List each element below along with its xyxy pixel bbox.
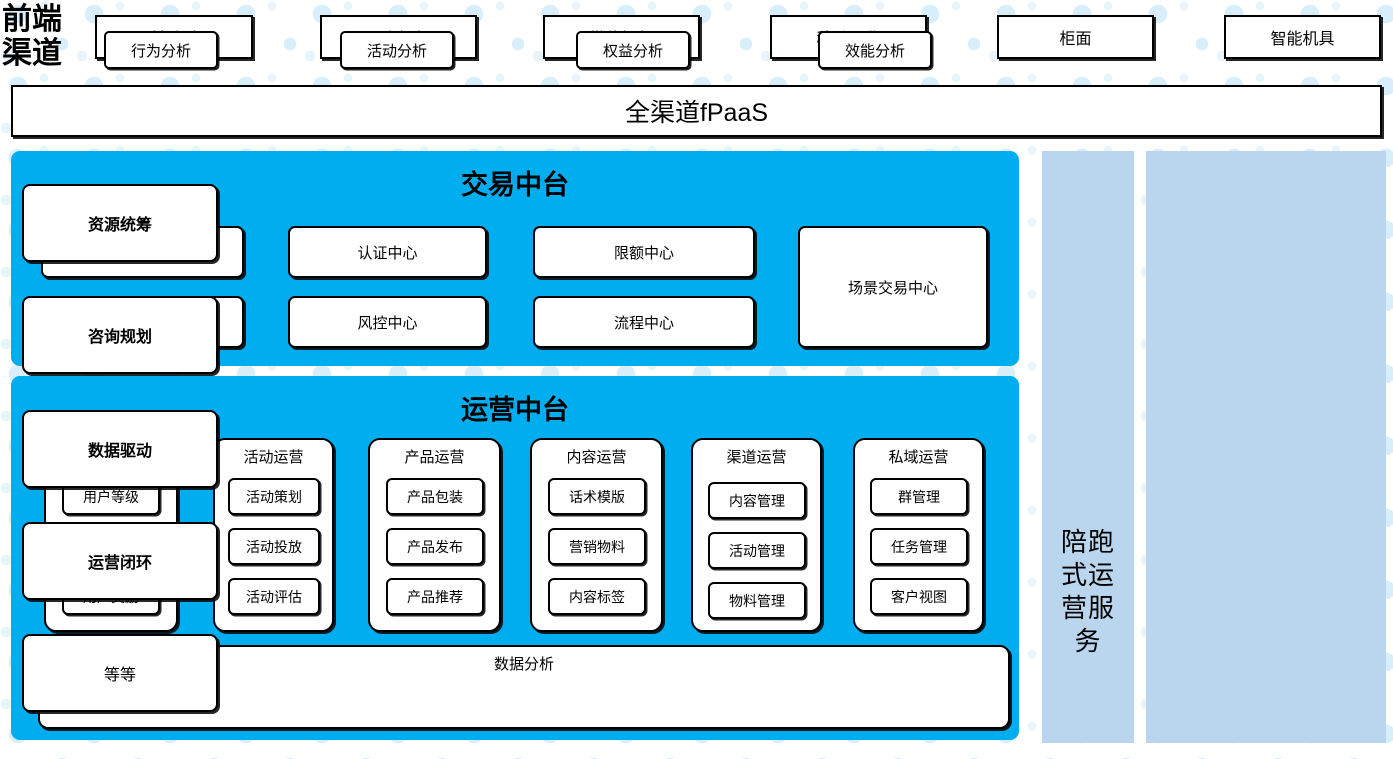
service-column-label-line4: 务 [1074, 626, 1102, 656]
op-item-activity-evaluation[interactable]: 活动评估 [228, 578, 320, 615]
analysis-item-behavior[interactable]: 行为分析 [104, 31, 218, 69]
service-column-label-line2: 式运 [1060, 560, 1115, 590]
op-item-activity-management[interactable]: 活动管理 [708, 532, 806, 569]
capability-item-data-driven[interactable]: 数据驱动 [22, 410, 218, 488]
op-group-title: 内容运营 [566, 449, 627, 466]
operation-center-title: 运营中台 [461, 395, 569, 425]
omnichannel-fpaas-bar[interactable]: 全渠道fPaaS [11, 85, 1382, 137]
analysis-item-performance[interactable]: 效能分析 [818, 31, 932, 69]
trade-box-auth-center[interactable]: 认证中心 [288, 226, 487, 278]
service-column-label-line3: 营服 [1060, 593, 1115, 623]
op-item-product-release[interactable]: 产品发布 [386, 528, 484, 565]
op-item-product-packaging[interactable]: 产品包装 [386, 478, 484, 515]
front-channel-label-line2: 渠道 [2, 37, 62, 70]
trade-box-scene-trade-center[interactable]: 场景交易中心 [798, 226, 988, 348]
op-item-activity-planning[interactable]: 活动策划 [228, 478, 320, 515]
op-item-marketing-material[interactable]: 营销物料 [548, 528, 646, 565]
analysis-item-activity[interactable]: 活动分析 [340, 31, 454, 69]
op-item-task-management[interactable]: 任务管理 [870, 528, 968, 565]
op-item-content-tag[interactable]: 内容标签 [548, 578, 646, 615]
op-group-title: 私域运营 [888, 449, 949, 466]
service-column-label-line1: 陪跑 [1060, 527, 1115, 557]
op-item-group-management[interactable]: 群管理 [870, 478, 968, 515]
channel-box-smart-machine[interactable]: 智能机具 [1224, 15, 1381, 59]
analysis-item-benefit[interactable]: 权益分析 [576, 31, 690, 69]
op-item-activity-delivery[interactable]: 活动投放 [228, 528, 320, 565]
service-column-label: 陪跑 式运 营服 务 [1042, 526, 1134, 658]
front-channel-label-line1: 前端 [2, 3, 62, 36]
channel-box-counter[interactable]: 柜面 [997, 15, 1154, 59]
op-group-title: 产品运营 [404, 449, 465, 466]
op-item-customer-view[interactable]: 客户视图 [870, 578, 968, 615]
op-group-title: 渠道运营 [726, 449, 787, 466]
op-item-script-template[interactable]: 话术模版 [548, 478, 646, 515]
op-item-product-recommend[interactable]: 产品推荐 [386, 578, 484, 615]
service-column-panel: 陪跑 式运 营服 务 [1042, 151, 1134, 743]
capability-column-panel [1146, 151, 1386, 743]
trade-box-limit-center[interactable]: 限额中心 [533, 226, 755, 278]
capability-item-resource-coordination[interactable]: 资源统筹 [22, 184, 218, 262]
capability-item-consulting-planning[interactable]: 咨询规划 [22, 296, 218, 374]
trade-box-process-center[interactable]: 流程中心 [533, 296, 755, 348]
trade-center-title: 交易中台 [461, 170, 569, 200]
trade-box-risk-center[interactable]: 风控中心 [288, 296, 487, 348]
data-analysis-title: 数据分析 [493, 656, 554, 673]
op-item-content-management[interactable]: 内容管理 [708, 482, 806, 519]
capability-item-operation-loop[interactable]: 运营闭环 [22, 522, 218, 600]
op-group-title: 活动运营 [243, 449, 304, 466]
op-item-material-management[interactable]: 物料管理 [708, 582, 806, 619]
capability-item-etc[interactable]: 等等 [22, 634, 218, 712]
front-channel-label: 前端 渠道 [2, 2, 88, 72]
